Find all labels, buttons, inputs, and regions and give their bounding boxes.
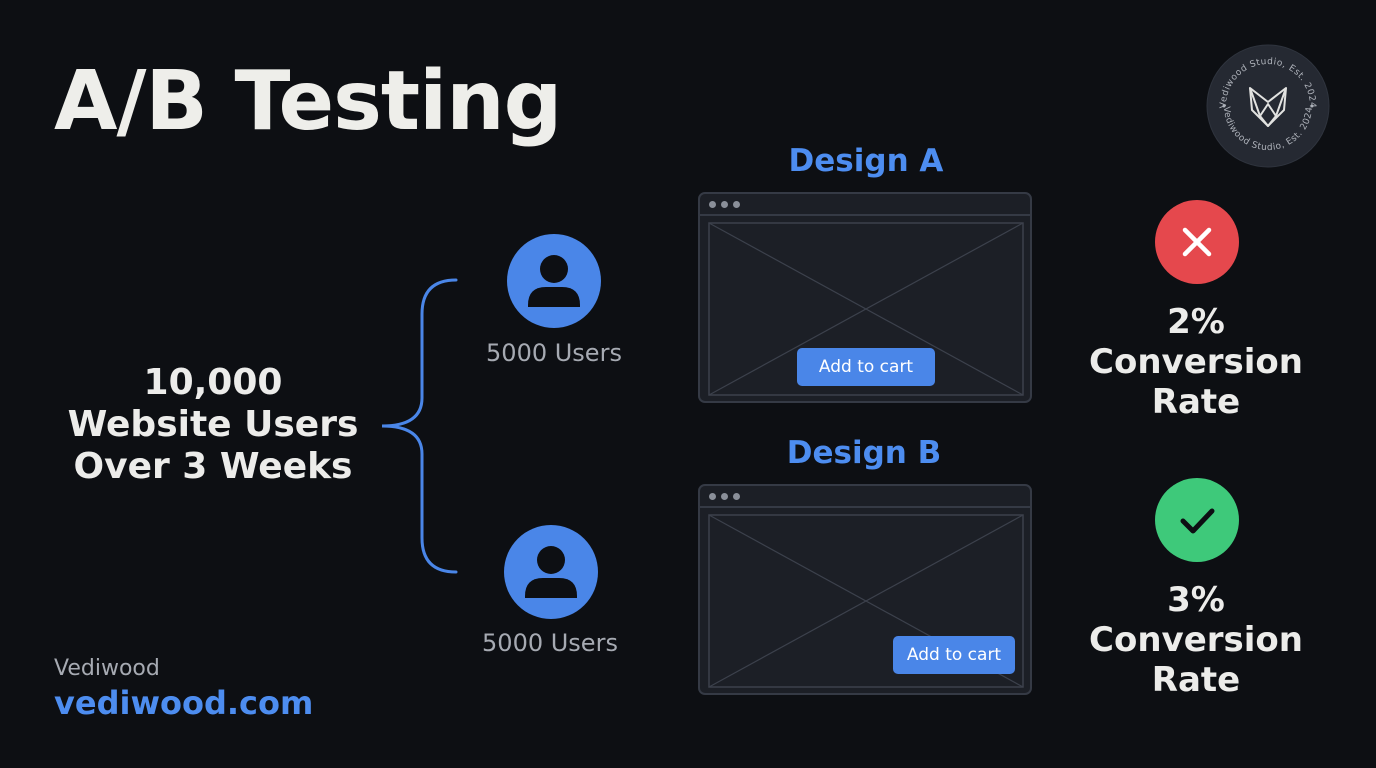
image-placeholder-icon bbox=[708, 222, 1024, 396]
rate-label-line-2: Rate bbox=[1151, 660, 1241, 700]
window-dot-icon bbox=[721, 201, 728, 208]
rate-label-line-1: Conversion bbox=[1089, 620, 1303, 660]
design-a-label: Design A bbox=[788, 143, 944, 179]
population-summary: 10,000 Website Users Over 3 Weeks bbox=[50, 362, 376, 488]
summary-line-3: Over 3 Weeks bbox=[73, 446, 353, 487]
design-a-conversion-rate: 2% Conversion Rate bbox=[1066, 302, 1326, 422]
summary-line-2: Website Users bbox=[67, 404, 359, 445]
window-dot-icon bbox=[733, 493, 740, 500]
browser-title-bar bbox=[700, 486, 1030, 508]
design-a-add-to-cart-button[interactable]: Add to cart bbox=[797, 348, 935, 386]
window-dot-icon bbox=[709, 201, 716, 208]
window-dot-icon bbox=[709, 493, 716, 500]
split-bracket bbox=[381, 278, 458, 574]
rate-label-line-1: Conversion bbox=[1089, 342, 1303, 382]
rate-value: 2% bbox=[1167, 302, 1225, 342]
total-users-count: 10,000 bbox=[143, 362, 283, 403]
rate-label-line-2: Rate bbox=[1151, 382, 1241, 422]
user-group-a-icon bbox=[507, 234, 601, 328]
fox-icon bbox=[1249, 87, 1287, 127]
user-group-a-label: 5000 Users bbox=[486, 339, 622, 367]
brand-url-link[interactable]: vediwood.com bbox=[54, 684, 314, 722]
browser-title-bar bbox=[700, 194, 1030, 216]
design-a-browser-mockup: Add to cart bbox=[698, 192, 1032, 403]
window-dot-icon bbox=[721, 493, 728, 500]
design-b-add-to-cart-button[interactable]: Add to cart bbox=[893, 636, 1015, 674]
design-b-browser-mockup: Add to cart bbox=[698, 484, 1032, 695]
user-group-b-label: 5000 Users bbox=[482, 629, 618, 657]
design-b-conversion-rate: 3% Conversion Rate bbox=[1066, 580, 1326, 700]
studio-seal: Vediwood Studio, Est. 2024 Vediwood Stud… bbox=[1206, 44, 1330, 168]
brand-name: Vediwood bbox=[54, 656, 160, 681]
check-icon bbox=[1155, 478, 1239, 562]
window-dot-icon bbox=[733, 201, 740, 208]
rate-value: 3% bbox=[1167, 580, 1225, 620]
design-b-label: Design B bbox=[786, 435, 942, 471]
cross-icon bbox=[1155, 200, 1239, 284]
page-title: A/B Testing bbox=[54, 54, 562, 149]
user-group-b-icon bbox=[504, 525, 598, 619]
